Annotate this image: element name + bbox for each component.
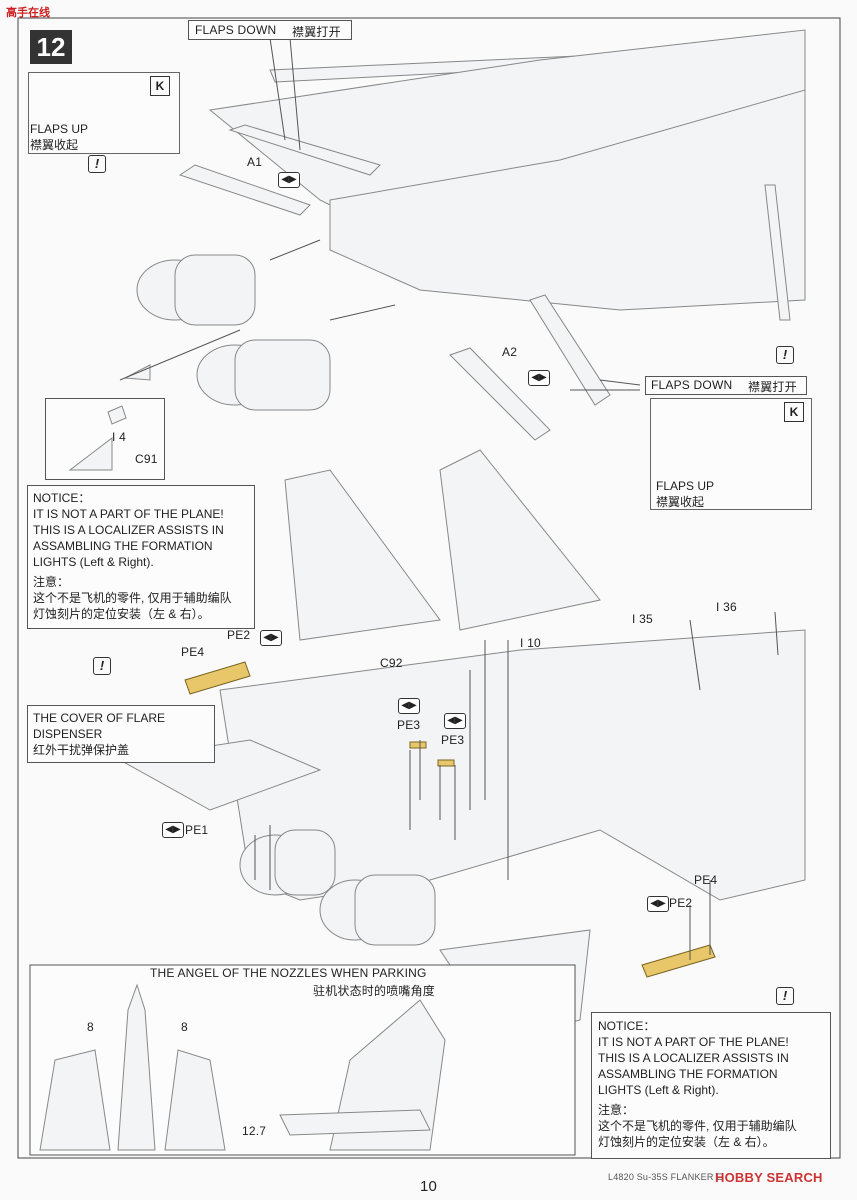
both-sides-icon: ◀▶ xyxy=(647,896,669,912)
flaps-up-left-box xyxy=(28,72,180,154)
caution-icon: ! xyxy=(88,155,106,173)
part-pe2-left: PE2 xyxy=(227,628,251,642)
flaps-down-right-cn: 襟翼打开 xyxy=(748,380,797,394)
kit-title: L4820 Su-35S FLANKER E xyxy=(608,1172,723,1182)
notice-line-cn: 这个不是飞机的零件, 仅用于辅助编队 xyxy=(33,591,232,605)
part-pe3-a: PE3 xyxy=(397,718,421,732)
notice-right-box xyxy=(591,1012,831,1159)
part-a2: A2 xyxy=(502,345,518,359)
flaps-up-left-text: FLAPS UP 襟翼收起 xyxy=(30,121,88,153)
both-sides-icon: ◀▶ xyxy=(528,370,550,386)
part-i4: I 4 xyxy=(112,430,126,444)
flare-line: DISPENSER xyxy=(33,727,103,741)
notice-line: IT IS NOT A PART OF THE PLANE! xyxy=(598,1035,789,1049)
notice-line: LIGHTS (Left & Right). xyxy=(33,555,154,569)
page-number: 10 xyxy=(420,1178,438,1195)
notice-line-cn: 注意： xyxy=(33,575,70,589)
part-i36: I 36 xyxy=(716,600,737,614)
part-pe4-left: PE4 xyxy=(181,645,205,659)
both-sides-icon: ◀▶ xyxy=(278,172,300,188)
nozzle-angle-left: 8 xyxy=(87,1020,94,1034)
notice-line: THIS IS A LOCALIZER ASSISTS IN xyxy=(598,1051,789,1065)
flaps-up-right-box xyxy=(650,398,812,510)
notice-left-text: NOTICE： IT IS NOT A PART OF THE PLANE! T… xyxy=(33,490,232,622)
both-sides-icon: ◀▶ xyxy=(398,698,420,714)
flaps-up-left-cn: 襟翼收起 xyxy=(30,138,79,152)
notice-line: THIS IS A LOCALIZER ASSISTS IN xyxy=(33,523,224,537)
part-c92: C92 xyxy=(380,656,403,670)
flaps-up-right-cn: 襟翼收起 xyxy=(656,495,705,509)
notice-line: ASSAMBLING THE FORMATION xyxy=(33,539,213,553)
part-pe1: PE1 xyxy=(185,823,209,837)
part-c91: C91 xyxy=(135,452,158,466)
flaps-up-left-label: FLAPS UP xyxy=(30,122,89,136)
flaps-down-top-box: FLAPS DOWN 襟翼打开 xyxy=(188,20,352,40)
both-sides-icon: ◀▶ xyxy=(444,713,466,729)
flap-up-icon: K xyxy=(784,402,804,422)
flare-line-cn: 红外干扰弹保护盖 xyxy=(33,743,130,757)
nozzle-title: THE ANGEL OF THE NOZZLES WHEN PARKING xyxy=(150,966,427,980)
notice-line: ASSAMBLING THE FORMATION xyxy=(598,1067,778,1081)
notice-line-cn: 注意： xyxy=(598,1103,635,1117)
notice-line-cn: 灯蚀刻片的定位安装（左 & 右）。 xyxy=(33,607,210,621)
caution-icon: ! xyxy=(93,657,111,675)
step-number: 12 xyxy=(36,32,66,62)
nozzle-title-cn: 驻机状态时的喷嘴角度 xyxy=(313,984,436,998)
nozzle-angle-right: 8 xyxy=(181,1020,188,1034)
part-pe2-right: PE2 xyxy=(669,896,693,910)
part-a1: A1 xyxy=(247,155,263,169)
watermark-logo: 高手在线 xyxy=(6,4,50,20)
notice-line: LIGHTS (Left & Right). xyxy=(598,1083,719,1097)
notice-right-text: NOTICE： IT IS NOT A PART OF THE PLANE! T… xyxy=(598,1018,797,1150)
notice-line: IT IS NOT A PART OF THE PLANE! xyxy=(33,507,224,521)
part-pe4-right: PE4 xyxy=(694,873,718,887)
watermark-brand: 高手在线 xyxy=(6,7,50,19)
brand-logo: HOBBY SEARCH xyxy=(715,1170,823,1185)
notice-line: NOTICE： xyxy=(598,1019,656,1033)
flaps-up-right-text: FLAPS UP 襟翼收起 xyxy=(656,478,714,510)
caution-icon: ! xyxy=(776,987,794,1005)
flare-cover-box xyxy=(27,705,215,763)
notice-line: NOTICE： xyxy=(33,491,91,505)
both-sides-icon: ◀▶ xyxy=(162,822,184,838)
cone-inset-box xyxy=(45,398,165,480)
part-i10: I 10 xyxy=(520,636,541,650)
caution-icon: ! xyxy=(776,346,794,364)
step-badge: 12 xyxy=(30,30,72,64)
notice-left-box xyxy=(27,485,255,629)
nozzle-dim: 12.7 xyxy=(242,1124,267,1138)
part-i35: I 35 xyxy=(632,612,653,626)
flaps-down-top-label: FLAPS DOWN xyxy=(195,23,277,37)
flaps-down-right-box: FLAPS DOWN 襟翼打开 xyxy=(645,376,807,395)
flaps-down-right-label: FLAPS DOWN xyxy=(651,378,733,392)
notice-line-cn: 这个不是飞机的零件, 仅用于辅助编队 xyxy=(598,1119,797,1133)
flap-up-icon: K xyxy=(150,76,170,96)
notice-line-cn: 灯蚀刻片的定位安装（左 & 右）。 xyxy=(598,1135,775,1149)
both-sides-icon: ◀▶ xyxy=(260,630,282,646)
flaps-up-right-label: FLAPS UP xyxy=(656,479,715,493)
flare-cover-text: THE COVER OF FLARE DISPENSER 红外干扰弹保护盖 xyxy=(33,710,165,758)
flare-line: THE COVER OF FLARE xyxy=(33,711,166,725)
part-pe3-b: PE3 xyxy=(441,733,465,747)
flaps-down-top-cn: 襟翼打开 xyxy=(292,25,341,39)
